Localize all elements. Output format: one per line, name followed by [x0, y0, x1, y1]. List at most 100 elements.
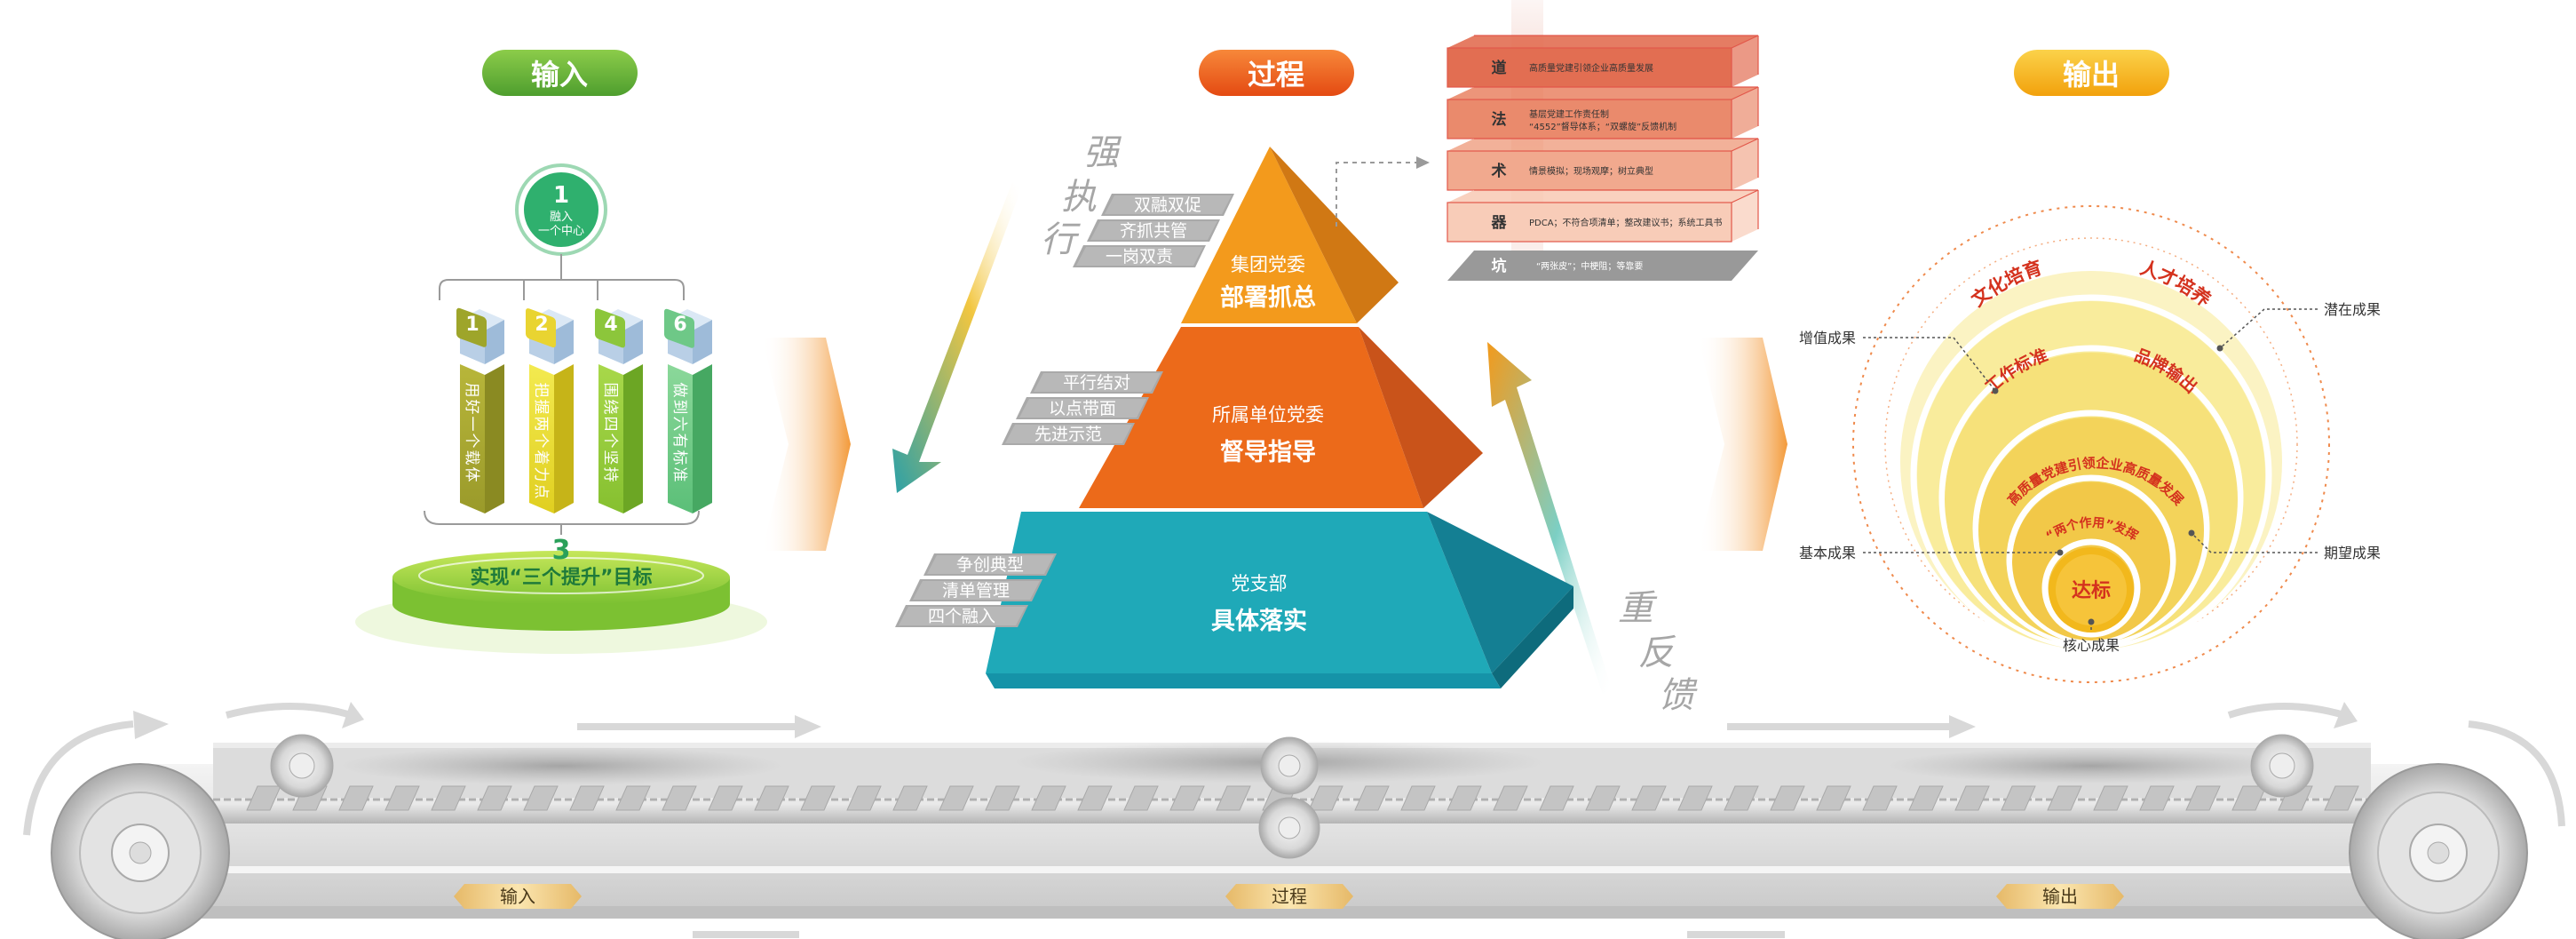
tier-unit-title: 所属单位党委 [1212, 404, 1324, 426]
tag-label: 清单管理 [942, 581, 1010, 601]
pyramid-tier-group [1181, 147, 1399, 323]
feedback-arrow [1487, 342, 1612, 695]
input-top-node: 1 融入 一个中心 [515, 163, 607, 256]
belt-slat [1169, 785, 1205, 811]
svg-text:1: 1 [553, 182, 569, 209]
belt-slat [1862, 785, 1898, 811]
input-pillar-char: 个 [532, 434, 550, 449]
framework-row-text: 情景模拟；现场观摩；树立典型 [1529, 165, 1653, 177]
input-pillar-char: 六 [670, 417, 688, 432]
belt-slat [939, 785, 974, 811]
belt-slat [2001, 785, 2036, 811]
belt-slat [431, 785, 466, 811]
framework-row-label: 法 [1492, 110, 1507, 129]
input-pillar-number: 1 [465, 314, 479, 336]
tag-label: 先进示范 [1034, 425, 1102, 444]
pyramid-tier-unit [1079, 327, 1483, 508]
belt-slat [1077, 785, 1113, 811]
output-rings [1900, 271, 2282, 657]
callout-core: 核心成果 [2063, 637, 2120, 654]
belt-label-1: 输入 [454, 884, 582, 909]
input-pillar-number: 6 [673, 314, 686, 336]
svg-text:过程: 过程 [1248, 58, 1304, 92]
belt-label-text: 过程 [1272, 886, 1307, 907]
tag-2-2: 四个融入 [895, 605, 1028, 627]
input-pillar-char: 两 [532, 417, 550, 432]
tag-label: 一岗双责 [1106, 247, 1173, 267]
belt-slat [800, 785, 836, 811]
belt-slat [1447, 785, 1482, 811]
input-pillar-char: 到 [670, 400, 688, 415]
input-pillar-char: 做 [670, 383, 688, 398]
input-pillar-char: 准 [670, 467, 688, 482]
belt-label-text: 输入 [500, 886, 535, 907]
tag-label: 平行结对 [1063, 373, 1130, 393]
framework-connector [1336, 156, 1430, 227]
belt-slat [662, 785, 697, 811]
input-pillar-char: 力 [532, 467, 550, 482]
tier-group-title: 集团党委 [1231, 254, 1305, 275]
input-pillar-char: 着 [532, 450, 550, 466]
svg-text:输入: 输入 [531, 58, 588, 92]
belt-center-roller [1258, 736, 1320, 859]
belt-slat [754, 785, 789, 811]
framework-row-text2: “4552”督导体系；“双螺旋”反馈机制 [1529, 121, 1676, 132]
input-pillar-char: 一 [463, 417, 480, 432]
input-base-disc: 3 实现“三个提升”目标 [355, 535, 767, 654]
callout-basic: 基本成果 [1799, 545, 1856, 561]
belt-slat [1400, 785, 1436, 811]
tag-1-0: 平行结对 [1030, 371, 1163, 394]
belt-label-2: 过程 [1225, 884, 1353, 909]
conveyor-belt: 输入 过程 输出 [23, 702, 2565, 939]
tier-branch-title: 党支部 [1232, 573, 1288, 594]
belt-label-3: 输出 [1996, 884, 2124, 909]
pyramid-tier-branch [986, 512, 1573, 688]
belt-slat [1770, 785, 1805, 811]
input-base-number: 3 [552, 535, 571, 566]
framework-row-1: 道高质量党建引领企业高质量发展 [1447, 35, 1759, 88]
input-pillar-char: 围 [601, 383, 619, 398]
tag-2-1: 清单管理 [909, 579, 1042, 601]
input-pillar-char: 用 [463, 383, 480, 398]
belt-slat [1677, 785, 1713, 811]
output-outer-dotted-ring [1852, 205, 2330, 683]
belt-slat [1216, 785, 1251, 811]
input-pillar-char: 持 [601, 467, 619, 482]
belt-slat [1308, 785, 1343, 811]
framework-row-label: 术 [1492, 162, 1507, 180]
tag-1-2: 先进示范 [1002, 423, 1135, 445]
belt-slat [2093, 785, 2128, 811]
input-base-text: 实现“三个提升”目标 [471, 566, 653, 589]
input-pillar-char: 点 [532, 484, 550, 499]
belt-labels: 输入 过程 输出 [454, 884, 2124, 909]
belt-slats [246, 785, 2359, 811]
svg-text:融入: 融入 [550, 211, 573, 224]
feedback-label: 重反馈 [1618, 588, 1698, 716]
output-section: 文化培育 人才培养 工作标准 品牌输出 高质量党建引领企业高质量发展 “两个作用… [1799, 205, 2381, 683]
tag-label: 以点带面 [1049, 399, 1116, 418]
belt-label-text: 输出 [2042, 886, 2078, 907]
input-pillar-char: 握 [532, 400, 550, 415]
input-pillar-number: 4 [604, 314, 617, 336]
belt-slat [1954, 785, 1990, 811]
framework-row-label: 道 [1492, 59, 1507, 77]
belt-slat [1123, 785, 1159, 811]
input-pillar-char: 四 [601, 417, 619, 432]
input-pillar-char: 体 [463, 467, 480, 482]
belt-slat [523, 785, 559, 811]
tag-0-0: 双融双促 [1101, 194, 1234, 216]
header-output: 输出 [2014, 50, 2169, 96]
input-pillar-char: 有 [670, 434, 688, 449]
conveyor-motion-arrows [23, 703, 2565, 938]
tag-label: 齐抓共管 [1120, 221, 1187, 241]
tier-unit-action: 督导指导 [1220, 439, 1316, 466]
belt-slat [1724, 785, 1759, 811]
input-pillar-char: 个 [601, 434, 619, 449]
